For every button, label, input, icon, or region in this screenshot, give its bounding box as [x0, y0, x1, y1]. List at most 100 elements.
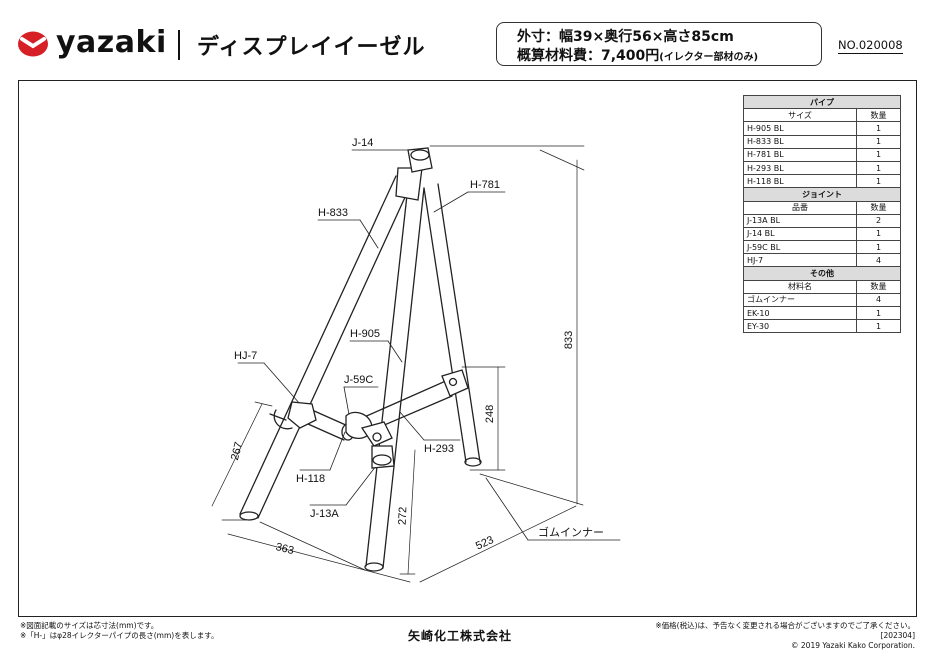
drawing-frame [18, 80, 917, 617]
document-number: NO.020008 [838, 38, 903, 54]
label-h905: H-905 [350, 328, 380, 340]
part-name: H-905 BL [743, 121, 857, 136]
label-j59c: J-59C [344, 374, 373, 386]
rubber-inner-foot-front [364, 562, 384, 572]
brand-logo: yazaki [16, 25, 166, 61]
dim-272: 272 [397, 507, 410, 526]
note-pipe-length: ※「H-」はφ28イレクターパイプの長さ(mm)を表します。 [20, 631, 219, 640]
part-name: J-14 BL [743, 226, 857, 242]
spec-box: 外寸：幅39×奥行56×高さ85cm 概算材料費：7,400円(イレクター部材の… [496, 22, 822, 66]
dim-248: 248 [484, 405, 496, 423]
part-name: EK-10 [743, 305, 857, 321]
part-name: J-59C BL [743, 240, 857, 255]
part-qty: 1 [856, 160, 901, 176]
header-row-pipe: サイズ数量 [743, 108, 901, 123]
pipe-h781 [423, 183, 481, 463]
part-name: HJ-7 [743, 253, 857, 268]
part-qty: 4 [856, 292, 901, 308]
material-cost-note: (イレクター部材のみ) [659, 52, 759, 63]
label-j14: J-14 [352, 137, 373, 149]
label-h833: H-833 [318, 207, 348, 219]
col-header-qty: 数量 [856, 279, 901, 294]
part-qty: 4 [856, 253, 901, 268]
col-header-material: 材料名 [743, 279, 857, 294]
part-name: ゴムインナー [743, 292, 857, 308]
part-qty: 1 [856, 305, 901, 321]
dim-267: 267 [229, 441, 245, 462]
label-rubber-inner: ゴムインナー [538, 525, 604, 539]
yazaki-logo-icon [18, 31, 48, 57]
joint-j14 [395, 147, 433, 201]
part-qty: 1 [856, 121, 901, 136]
category-row-pipe: パイプ [743, 94, 901, 110]
copyright: © 2019 Yazaki Kako Corporation. [791, 641, 915, 650]
category-row-joint: ジョイント [743, 187, 901, 202]
header-divider [178, 30, 180, 60]
dim-363: 363 [274, 541, 295, 557]
joint-j13a-top [441, 369, 469, 397]
category-joint: ジョイント [743, 187, 901, 202]
label-h293: H-293 [424, 443, 454, 455]
outer-dimensions: 外寸：幅39×奥行56×高さ85cm [517, 29, 734, 45]
company-name: 矢崎化工株式会社 [408, 629, 513, 643]
category-pipe: パイプ [743, 94, 901, 110]
material-cost-value: 概算材料費：7,400円 [517, 48, 660, 64]
part-name: H-781 BL [743, 147, 857, 162]
note-dimension-unit: ※図面記載のサイズは芯寸法(mm)です。 [20, 621, 159, 630]
part-name: H-833 BL [743, 134, 857, 149]
category-row-other: その他 [743, 266, 901, 281]
brand-name: yazaki [56, 25, 167, 60]
col-header-qty: 数量 [856, 108, 901, 123]
part-name: EY-30 [743, 319, 857, 334]
label-j13a: J-13A [310, 508, 339, 520]
col-header-size: サイズ [743, 108, 857, 123]
label-hj7: HJ-7 [234, 350, 257, 362]
dim-height-833: 833 [563, 331, 575, 349]
label-h118: H-118 [296, 473, 325, 485]
material-cost: 概算材料費：7,400円(イレクター部材のみ) [517, 45, 758, 65]
col-header-part-no: 品番 [743, 200, 857, 215]
part-qty: 2 [856, 213, 901, 228]
footer-disclaimer: ※価格(税込)は、予告なく変更される場合がございますのでご了承ください。[202… [630, 621, 915, 651]
part-qty: 1 [856, 134, 901, 149]
header-row-joint: 品番数量 [743, 200, 901, 215]
part-qty: 1 [856, 147, 901, 162]
label-h781: H-781 [470, 179, 500, 191]
joint-hj7 [269, 401, 317, 430]
header-row-other: 材料名数量 [743, 279, 901, 294]
part-name: H-118 BL [743, 174, 857, 189]
footer-notes: ※図面記載のサイズは芯寸法(mm)です。 ※「H-」はφ28イレクターパイプの長… [20, 621, 218, 641]
part-name: H-293 BL [743, 160, 857, 176]
joint-j13a-front [371, 445, 395, 469]
col-header-qty: 数量 [856, 200, 901, 215]
rubber-inner-foot-back [464, 457, 482, 467]
product-title: ディスプレイイーゼル [197, 35, 426, 60]
part-qty: 1 [856, 174, 901, 189]
pipe-h833 [239, 175, 413, 519]
rubber-inner-foot-left [239, 511, 259, 521]
part-qty: 1 [856, 319, 901, 334]
price-disclaimer: ※価格(税込)は、予告なく変更される場合がございますのでご了承ください。[202… [655, 621, 915, 640]
dim-523: 523 [474, 534, 496, 552]
dimension-lines [211, 145, 585, 583]
part-qty: 1 [856, 240, 901, 255]
pipe-h905 [365, 185, 425, 569]
part-name: J-13A BL [743, 213, 857, 228]
part-qty: 1 [856, 226, 901, 242]
category-other: その他 [743, 266, 901, 281]
joint-j59c [345, 411, 393, 447]
